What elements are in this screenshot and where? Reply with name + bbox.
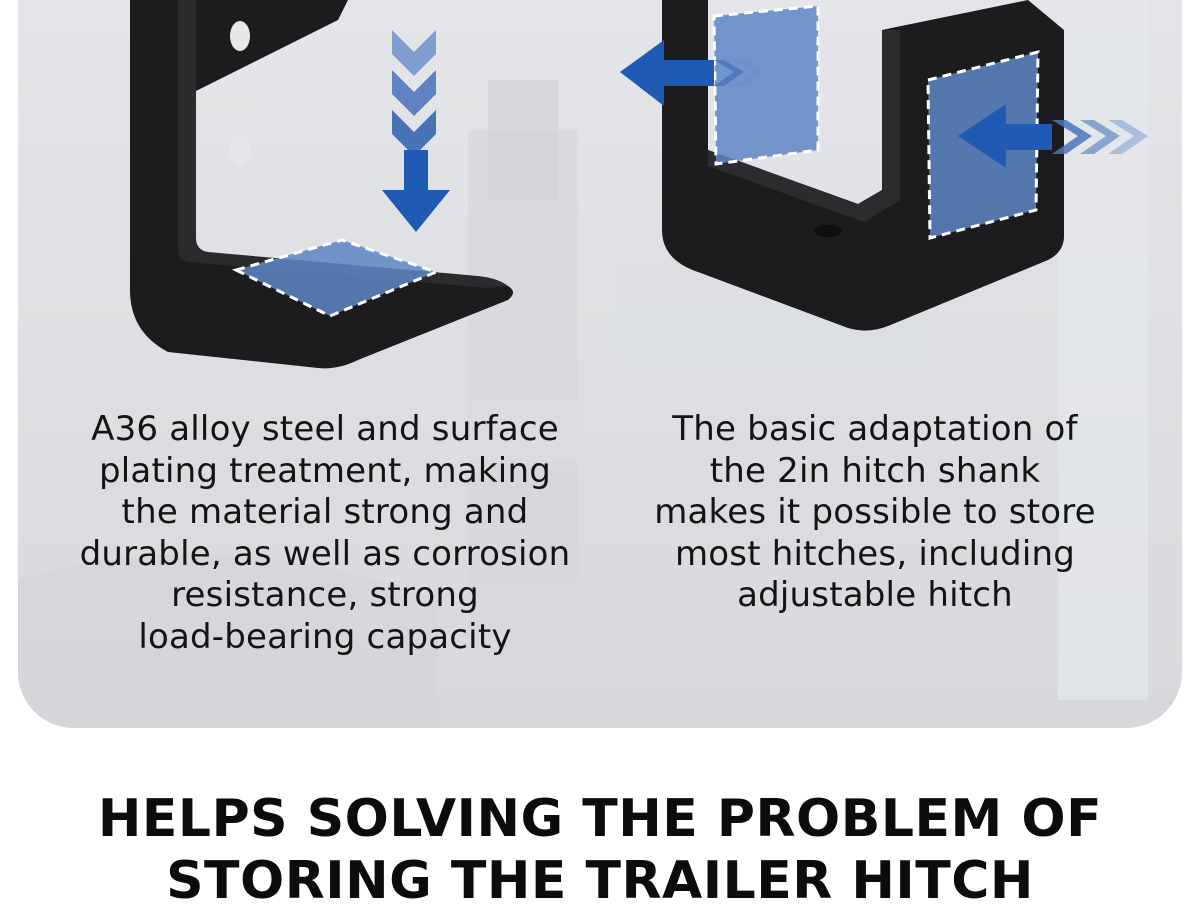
product-feature-panel [18, 0, 1182, 728]
hitch-bracket-illustration-right [620, 0, 1148, 331]
feature-description-compatibility: The basic adaptation of the 2in hitch sh… [654, 409, 1096, 615]
down-arrow-icon [382, 30, 450, 232]
feature-description-material: A36 alloy steel and surface plating trea… [79, 409, 571, 657]
hitch-bracket-illustration-left [130, 0, 513, 369]
left-arrow-icon [620, 40, 764, 106]
left-arrow-icon [958, 104, 1148, 168]
headline: HELPS SOLVING THE PROBLEM OF STORING THE… [97, 789, 1103, 911]
